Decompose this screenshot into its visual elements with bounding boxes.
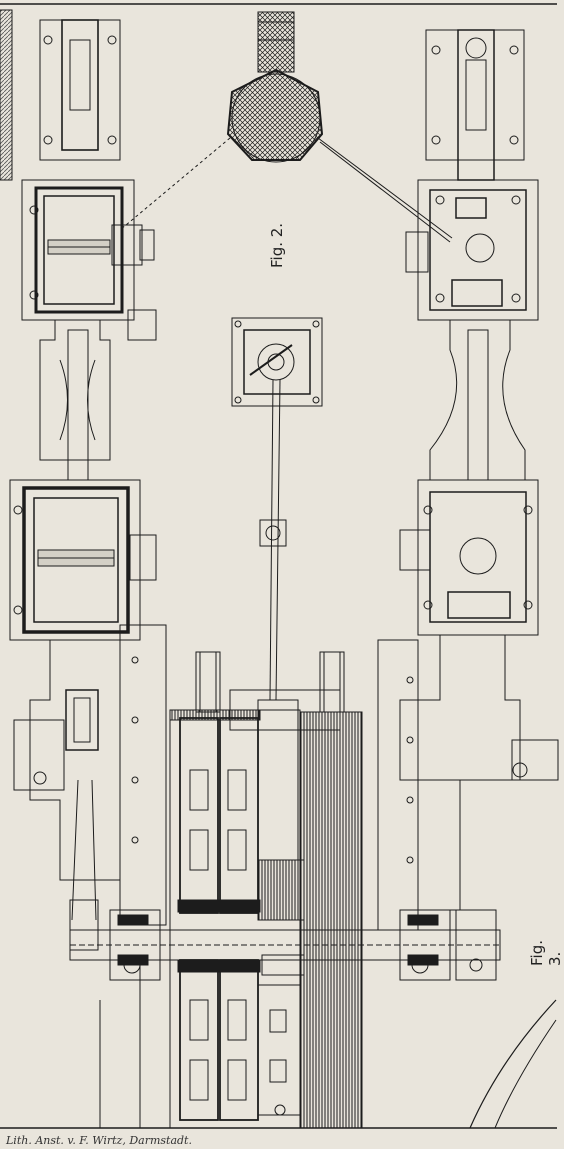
left-engine: [9, 19, 167, 1128]
fig3-label: Fig. 3.: [528, 940, 564, 966]
fig2-label: Fig. 2.: [268, 222, 286, 268]
lithographer-credit: Lith. Anst. v. F. Wirtz, Darmstadt.: [6, 1134, 192, 1147]
right-engine: [377, 29, 559, 1129]
fig2-drawing: [119, 11, 453, 243]
governor-box: [231, 317, 323, 407]
crankshaft-assembly: [69, 379, 501, 1129]
